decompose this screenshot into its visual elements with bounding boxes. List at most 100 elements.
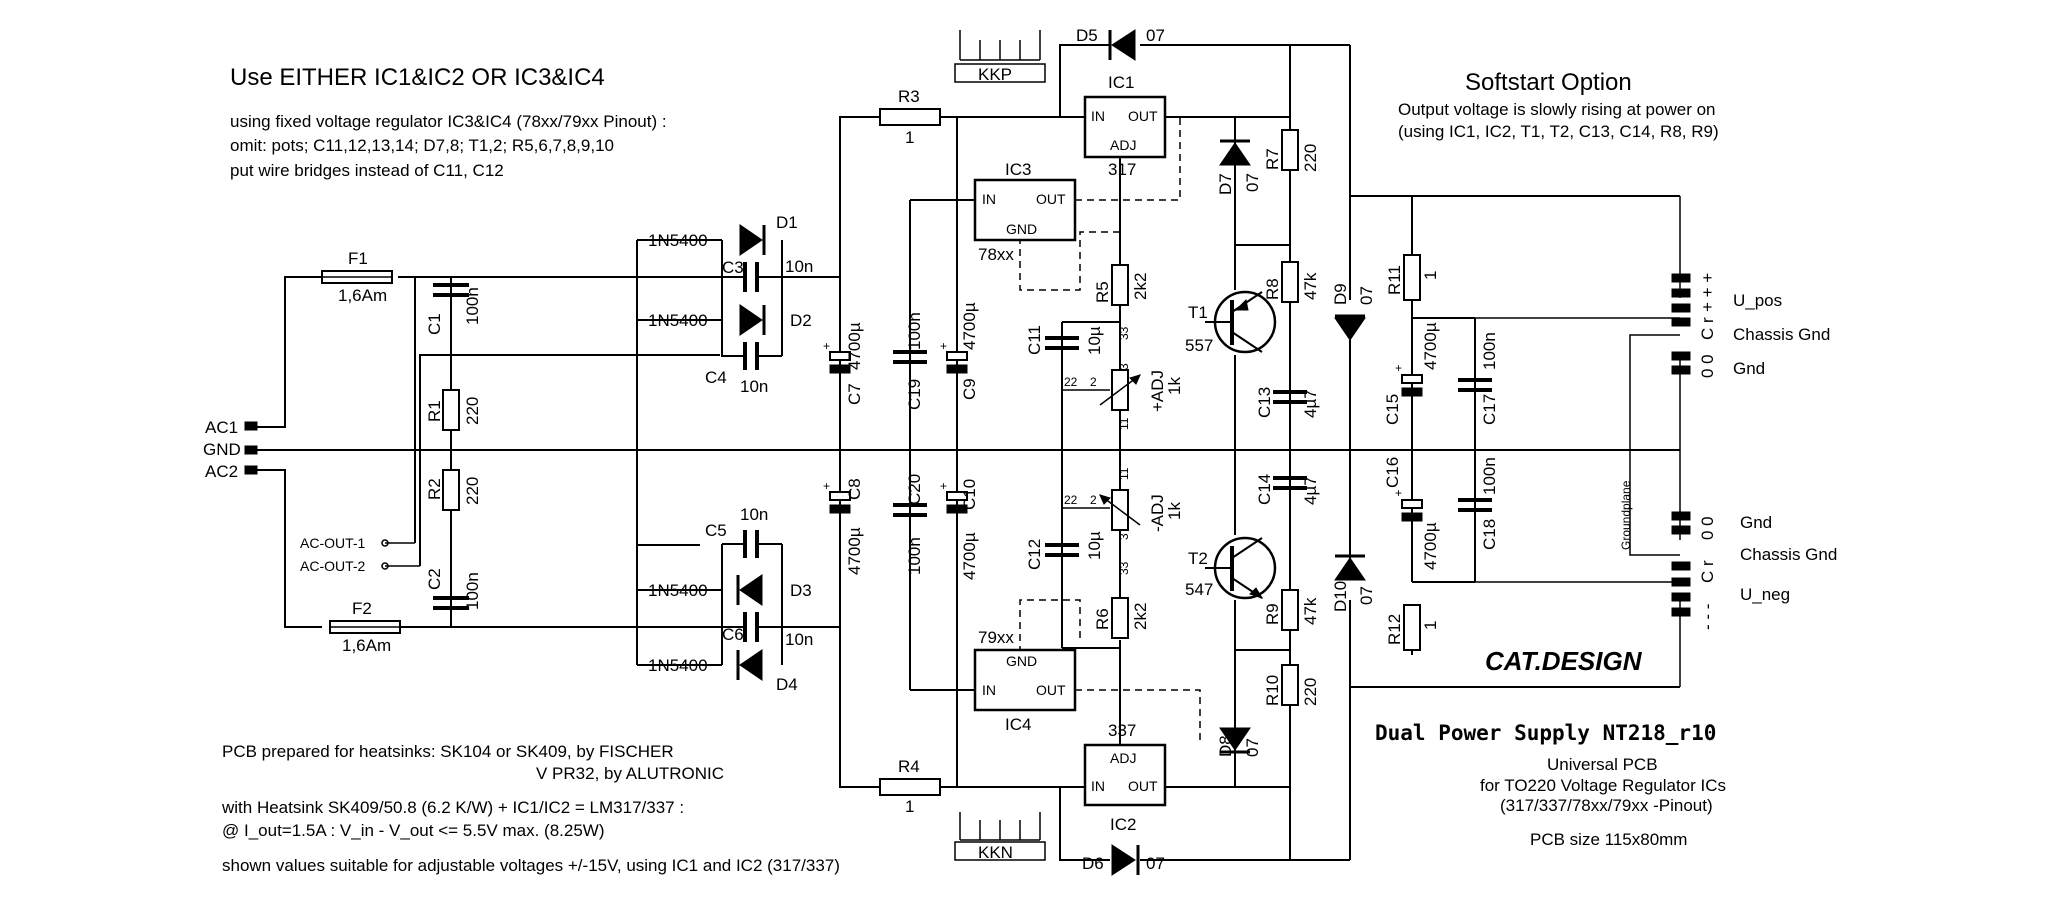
t2-type: 547 [1185,580,1213,599]
c13-label: C13 [1255,387,1274,418]
d10-value: 07 [1357,586,1376,605]
c7-label: C7 [845,383,864,405]
resistor-r3: R3 1 [879,87,941,147]
pins-chassis-bot: C r [1698,560,1717,583]
ic3-out-pin: OUT [1036,191,1066,207]
c11-value: 10µ [1085,326,1104,355]
ac1-label: AC1 [205,418,238,437]
pcb-heatsink-line-2: V PR32, by ALUTRONIC [536,764,724,783]
u-pos-label: U_pos [1733,291,1782,310]
ac-out-1-label: AC-OUT-1 [300,535,366,551]
output-labels: U_pos Chassis Gnd Gnd Gnd Chassis Gnd U_… [1733,291,1837,604]
softstart-line-2: (using IC1, IC2, T1, T2, C13, C14, R8, R… [1398,122,1719,141]
capacitor-c12: C12 10µ [1025,531,1104,570]
capacitor-c9: + C9 4700µ [940,302,979,400]
capacitor-c14: C14 4µ7 [1255,474,1320,505]
r7-label: R7 [1263,148,1282,170]
capacitor-c19: C19 100n [893,312,927,410]
c19-value: 100n [905,312,924,350]
capacitor-c10: + C10 4700µ [940,479,979,580]
pins-chassis-top: C r [1698,317,1717,340]
ac-out-2-terminal[interactable]: AC-OUT-2 [300,558,389,574]
ic1-regulator: IC1 IN OUT ADJ 317 [1083,73,1167,179]
u-neg-label: U_neg [1740,585,1790,604]
gnd-bottom-label: Gnd [1740,513,1772,532]
c20-label: C20 [905,474,924,505]
d7-label: D7 [1216,173,1235,195]
capacitor-c18: C18 100n [1458,457,1499,550]
r9-value: 47k [1301,597,1320,625]
pot-negative-adjust[interactable]: -ADJ 1k [1099,489,1184,532]
f2-label: F2 [352,599,372,618]
ic3-type: 78xx [978,245,1014,264]
ac-out-1-terminal[interactable]: AC-OUT-1 [300,535,389,551]
diode-d3: 1N5400 D3 [648,574,812,606]
c18-value: 100n [1480,457,1499,495]
d2-type: 1N5400 [648,311,708,330]
ic3-label: IC3 [1005,160,1031,179]
r12-label: R12 [1385,614,1404,645]
diode-d1: 1N5400 D1 [648,213,798,256]
note-line-3: put wire bridges instead of C11, C12 [230,161,504,180]
ic4-type: 79xx [978,628,1014,647]
resistor-r7: R7 220 [1263,129,1320,172]
input-ac1[interactable]: AC1 [205,418,258,437]
r6-label: R6 [1093,608,1112,630]
ic2-adj-pin: ADJ [1110,750,1136,766]
c6-label: C6 [722,625,744,644]
ac2-label: AC2 [205,462,238,481]
softstart-notes: Softstart Option Output voltage is slowl… [1398,69,1719,141]
capacitor-c15: + C15 4700µ [1383,322,1440,425]
resistor-r10: R10 220 [1263,664,1320,706]
capacitor-c20: C20 100n [893,474,927,575]
resistor-r8: R8 47k [1263,261,1320,303]
fuse-f2: F2 1,6Am [329,599,401,655]
capacitor-c16: + C16 4700µ [1383,457,1440,570]
transistor-t2: T2 547 [1185,536,1277,600]
output-terminals[interactable] [1671,273,1691,617]
c8-label: C8 [845,478,864,500]
c16-label: C16 [1383,457,1402,488]
d8-value: 07 [1243,738,1262,757]
r5-label: R5 [1093,281,1112,303]
c4-value: 10n [740,377,768,396]
pot-neg-value: 1k [1165,502,1184,520]
c15-label: C15 [1383,394,1402,425]
pot-neg-label: -ADJ [1148,494,1167,532]
input-ac2[interactable]: AC2 [205,462,258,481]
brand-logo: CAT.DESIGN [1485,646,1643,676]
ac-out-2-label: AC-OUT-2 [300,558,366,574]
pad-11-top: 11 [1117,417,1131,430]
c5-label: C5 [705,521,727,540]
d7-value: 07 [1243,173,1262,192]
ic4-gnd-pin: GND [1006,653,1037,669]
input-gnd[interactable]: GND [203,440,258,459]
svg-text:+: + [823,339,830,353]
c3-value: 10n [785,257,813,276]
universal-pcb: Universal PCB [1547,755,1658,774]
heatsink-kkp: KKP [954,30,1046,84]
t2-label: T2 [1188,549,1208,568]
svg-text:+: + [1395,486,1402,500]
pins-upos: + + + [1698,273,1717,312]
c19-label: C19 [905,379,924,410]
kkn-label: KKN [978,843,1013,862]
pot-positive-adjust[interactable]: +ADJ 1k [1099,369,1184,412]
pad-3-bottom: 3 [1117,533,1131,540]
c18-label: C18 [1480,519,1499,550]
pad-3-top: 3 [1117,363,1131,370]
c17-value: 100n [1480,332,1499,370]
r10-label: R10 [1263,675,1282,706]
pad-33-top: 33 [1117,326,1131,340]
diode-d8: D8 07 [1216,727,1262,757]
d3-type: 1N5400 [648,581,708,600]
ic2-regulator: 337 ADJ IN OUT IC2 [1083,721,1167,834]
d8-label: D8 [1216,735,1235,757]
d1-label: D1 [776,213,798,232]
diode-d4: 1N5400 D4 [648,649,798,694]
c20-value: 100n [905,537,924,575]
output-pin-markers: + + + C r 0 0 0 0 C r - - - [1698,273,1717,630]
capacitor-c7: + C7 4700µ [823,322,864,405]
ic4-out-pin: OUT [1036,682,1066,698]
r2-label: R2 [425,478,444,500]
